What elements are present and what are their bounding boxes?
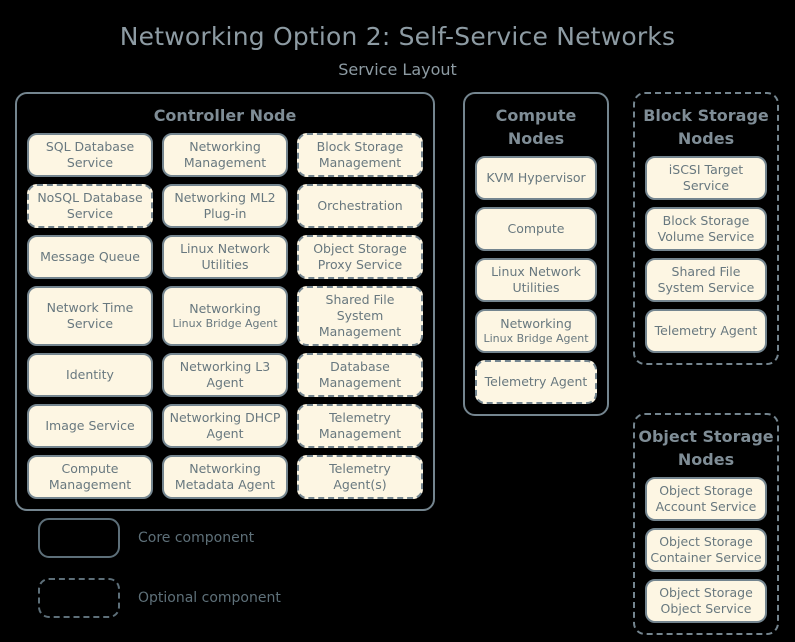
service-label: Identity <box>66 367 114 383</box>
service-box[interactable]: Networking ML2 Plug-in <box>162 184 288 229</box>
service-label: SQL Database Service <box>45 139 135 171</box>
legend-label-core: Core component <box>138 530 255 546</box>
service-box[interactable]: Networking Management <box>162 133 288 178</box>
service-box[interactable]: Telemetry Agent <box>645 309 767 354</box>
legend-swatch-core <box>38 518 120 558</box>
service-box[interactable]: Image Service <box>27 404 153 449</box>
service-box[interactable]: Object Storage Object Service <box>645 579 767 624</box>
service-label: Telemetry Agent <box>654 323 758 339</box>
service-box[interactable]: Object Storage Proxy Service <box>297 235 423 280</box>
service-box[interactable]: Orchestration <box>297 184 423 229</box>
legend-item-optional: Optional component <box>38 578 281 618</box>
service-label: Shared File System Management <box>318 292 402 340</box>
service-box[interactable]: Shared File System Service <box>645 258 767 303</box>
service-box[interactable]: Message Queue <box>27 235 153 280</box>
service-label: Linux Network Utilities <box>180 241 270 273</box>
service-sublabel: Linux Bridge Agent <box>172 317 278 331</box>
service-label: Networking Metadata Agent <box>174 461 276 493</box>
service-label: Networking ML2 Plug-in <box>174 190 276 222</box>
service-label: Block Storage Management <box>316 139 404 171</box>
service-box[interactable]: SQL Database Service <box>27 133 153 178</box>
service-label: Image Service <box>45 418 135 434</box>
service-label: Telemetry Agent <box>484 374 588 390</box>
node-title-object-storage: Object Storage Nodes <box>638 427 774 470</box>
service-box[interactable]: NoSQL Database Service <box>27 184 153 229</box>
service-box[interactable]: Networking DHCP Agent <box>162 404 288 449</box>
service-label: Networking <box>500 316 572 332</box>
service-box[interactable]: Network Time Service <box>27 286 153 347</box>
legend-label-optional: Optional component <box>138 590 281 606</box>
service-label: Compute Management <box>48 461 132 493</box>
service-label: Linux Network Utilities <box>491 264 581 296</box>
service-box[interactable]: Linux Network Utilities <box>162 235 288 280</box>
service-sublabel: Linux Bridge Agent <box>483 332 589 346</box>
service-label: KVM Hypervisor <box>486 170 586 186</box>
service-label: Object Storage Object Service <box>659 585 753 617</box>
service-label: Object Storage Container Service <box>650 534 762 566</box>
node-title-compute: Compute Nodes <box>495 106 577 149</box>
diagram-title: Networking Option 2: Self-Service Networ… <box>119 22 676 51</box>
legend-swatch-optional <box>38 578 120 618</box>
service-label: NoSQL Database Service <box>37 190 143 222</box>
service-box[interactable]: Telemetry Agent(s) <box>297 455 423 500</box>
service-box[interactable]: Block Storage Volume Service <box>645 207 767 252</box>
service-box[interactable]: iSCSI Target Service <box>645 156 767 201</box>
legend-item-core: Core component <box>38 518 254 558</box>
service-box[interactable]: Networking L3 Agent <box>162 353 288 398</box>
service-label: Telemetry Agent(s) <box>329 461 391 493</box>
service-box[interactable]: KVM Hypervisor <box>475 156 597 201</box>
service-label: Networking Management <box>183 139 267 171</box>
service-box[interactable]: Telemetry Management <box>297 404 423 449</box>
service-label: Block Storage Volume Service <box>657 213 755 245</box>
service-label: Networking DHCP Agent <box>169 410 281 442</box>
service-box[interactable]: Object Storage Container Service <box>645 528 767 573</box>
service-label: Networking L3 Agent <box>179 359 271 391</box>
node-title-controller: Controller Node <box>153 106 297 125</box>
service-label: Shared File System Service <box>657 264 755 296</box>
service-box[interactable]: Identity <box>27 353 153 398</box>
diagram-subtitle: Service Layout <box>338 60 457 79</box>
service-label: Database Management <box>318 359 402 391</box>
node-title-block-storage: Block Storage Nodes <box>643 106 769 149</box>
service-box[interactable]: Networking Metadata Agent <box>162 455 288 500</box>
service-label: Message Queue <box>40 249 140 265</box>
service-label: Orchestration <box>317 198 403 214</box>
service-label: Object Storage Proxy Service <box>313 241 407 273</box>
service-label: Compute <box>507 221 565 237</box>
service-label: Object Storage Account Service <box>655 483 757 515</box>
service-label: Networking <box>189 301 261 317</box>
service-box[interactable]: Telemetry Agent <box>475 360 597 405</box>
service-grid-controller: SQL Database Service Networking Managemen… <box>17 133 433 509</box>
service-box[interactable]: Compute <box>475 207 597 252</box>
service-label: iSCSI Target Service <box>668 162 744 194</box>
service-box[interactable]: Object Storage Account Service <box>645 477 767 522</box>
service-box[interactable]: Linux Network Utilities <box>475 258 597 303</box>
service-label: Telemetry Management <box>318 410 402 442</box>
service-label: Network Time Service <box>46 300 134 332</box>
service-box[interactable]: Block Storage Management <box>297 133 423 178</box>
service-box[interactable]: Compute Management <box>27 455 153 500</box>
service-box[interactable]: Database Management <box>297 353 423 398</box>
service-box[interactable]: Shared File System Management <box>297 286 423 347</box>
